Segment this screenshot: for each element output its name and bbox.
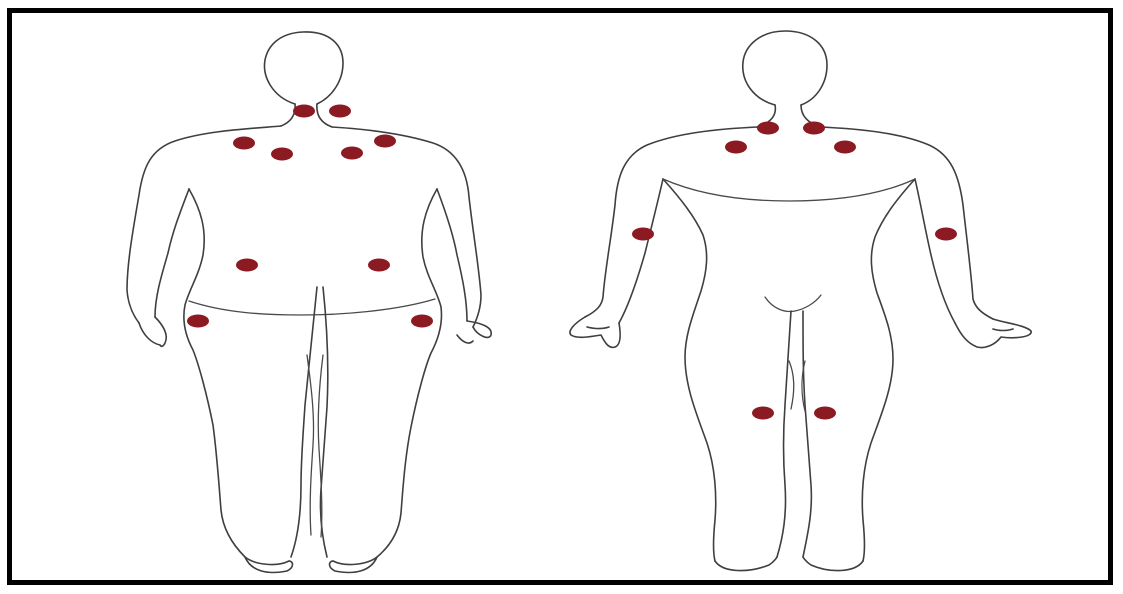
front-tender-point-lateral-epicondyle-left (632, 228, 654, 241)
tender-points-layer (187, 105, 957, 420)
front-tender-point-lateral-epicondyle-right (935, 228, 957, 241)
front-right-arm-inner-outline (915, 179, 955, 323)
back-right-arm-inner-outline (437, 189, 467, 321)
back-tender-point-trapezius-left (233, 137, 255, 150)
figure-frame (7, 8, 1113, 585)
back-tender-point-gluteal-left (236, 259, 258, 272)
front-right-arm-outline (821, 127, 993, 319)
back-torso-left-outline (184, 189, 289, 564)
back-tender-point-occiput-right (329, 105, 351, 118)
front-tender-point-second-rib-right (834, 141, 856, 154)
front-torso-right-outline (862, 179, 915, 561)
back-tender-point-occiput-left (293, 105, 315, 118)
front-left-hand-outline (570, 317, 620, 347)
back-tender-point-greater-trochanter-left (187, 315, 209, 328)
back-tender-point-supraspinatus-right (341, 147, 363, 160)
back-left-hand-outline (139, 317, 166, 346)
front-left-leg-inner-outline (777, 311, 791, 557)
back-left-arm-outline (127, 126, 281, 323)
back-tender-point-gluteal-right (368, 259, 390, 272)
back-head-outline (265, 32, 343, 104)
back-left-arm-inner-outline (155, 189, 189, 317)
front-right-foot-outline (803, 557, 863, 571)
front-tender-point-knee-left (752, 407, 774, 420)
front-tender-point-low-cervical-left (757, 122, 779, 135)
front-head-outline (743, 31, 827, 105)
front-view-figure (570, 31, 1031, 571)
back-tender-point-supraspinatus-left (271, 148, 293, 161)
front-tender-point-knee-right (814, 407, 836, 420)
front-knee-left-outline (789, 361, 794, 409)
back-torso-right-outline (333, 189, 442, 564)
front-groin-outline (765, 295, 821, 311)
front-tender-point-low-cervical-right (803, 122, 825, 135)
body-diagram-svg (7, 8, 1113, 585)
front-left-arm-outline (585, 127, 757, 317)
front-torso-left-outline (663, 179, 716, 561)
back-hip-line (189, 299, 435, 315)
body-diagram (12, 13, 1113, 585)
back-tender-point-greater-trochanter-right (411, 315, 433, 328)
front-chest-line (663, 179, 915, 201)
front-right-hand-outline (955, 319, 1031, 348)
front-left-foot-outline (715, 557, 777, 571)
back-tender-point-trapezius-right (374, 135, 396, 148)
front-right-leg-inner-outline (803, 311, 811, 557)
front-left-arm-inner-outline (619, 179, 663, 323)
front-tender-point-second-rib-left (725, 141, 747, 154)
